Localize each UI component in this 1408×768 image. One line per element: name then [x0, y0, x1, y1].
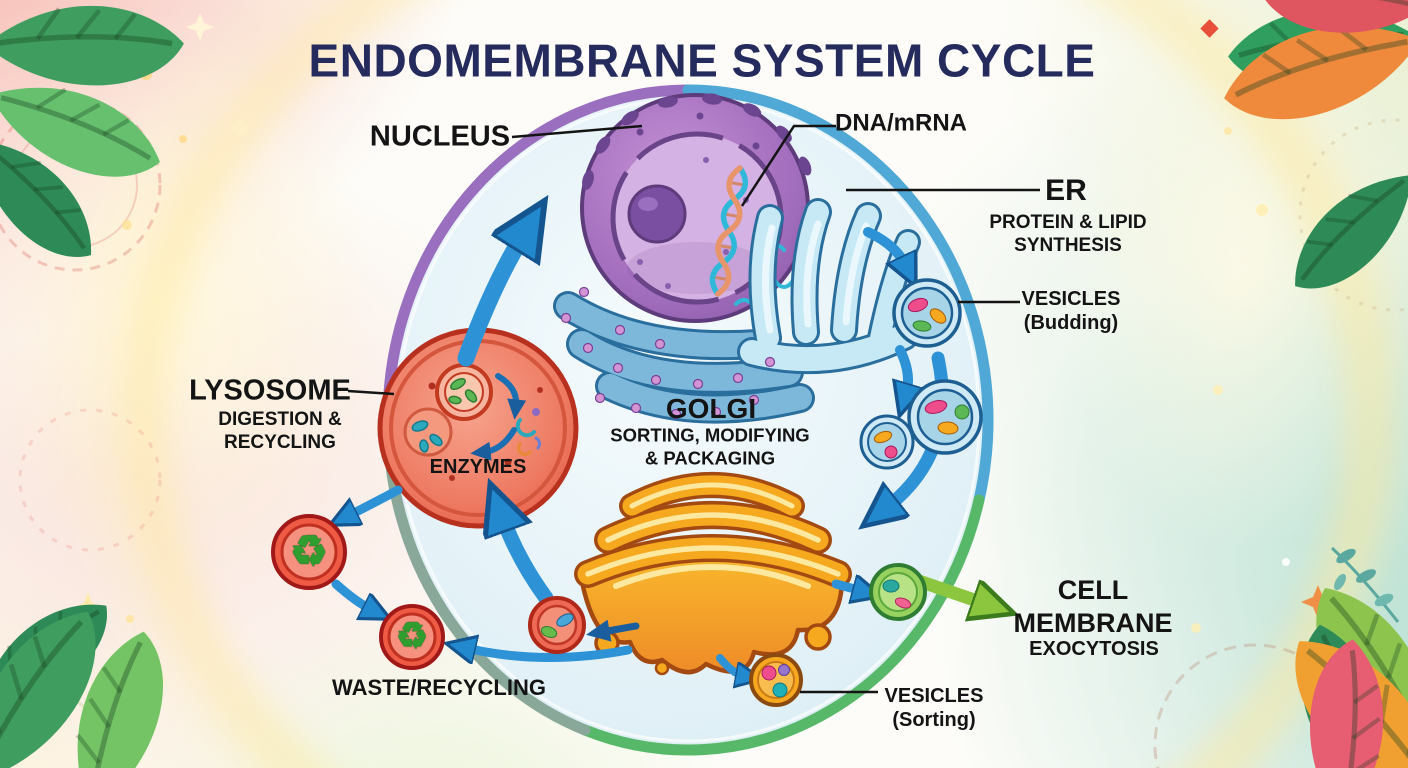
vesicle-exocytosis — [869, 563, 927, 621]
nucleolus — [627, 184, 687, 244]
label-er-sub-line2: SYNTHESIS — [1014, 235, 1122, 256]
cell-membrane-purple-arc — [382, 84, 694, 426]
golgi-graphic — [574, 472, 852, 676]
label-vesicles-sorting-line1: VESICLES — [884, 685, 984, 707]
corner-leaves-bottom-right — [1259, 546, 1408, 768]
arrow-to-waste-vesicle — [466, 648, 633, 658]
label-golgi-sub-line1: SORTING, MODIFYING — [610, 424, 810, 446]
label-nucleus: NUCLEUS — [369, 120, 511, 153]
label-vesicles-budding-line2: (Budding) — [1023, 312, 1119, 334]
label-enzymes: ENZYMES — [429, 456, 527, 478]
leader-lysosome — [347, 389, 395, 396]
lysosome-graphic — [377, 327, 579, 529]
recycle-icon: ♻ — [395, 615, 429, 656]
label-golgi-subtitle: SORTING, MODIFYING & PACKAGING — [610, 424, 809, 469]
label-vesicles-sorting: VESICLES (Sorting) — [885, 684, 984, 732]
label-dna-mrna: DNA/mRNA — [835, 109, 967, 137]
ribosome-dots — [560, 286, 776, 420]
nucleus-graphic — [580, 93, 812, 323]
page-title: ENDOMEMBRANE SYSTEM CYCLE — [308, 34, 1096, 87]
waste-vesicle-1 — [271, 514, 347, 590]
leader-nucleus — [511, 124, 643, 139]
label-lysosome-subtitle: DIGESTION & RECYCLING — [218, 408, 342, 454]
dna-helix — [709, 165, 749, 297]
recycle-icon: ♻ — [290, 527, 328, 575]
vesicle-sorting — [749, 653, 803, 707]
vesicle-budding — [892, 278, 962, 348]
label-cell-membrane: CELL MEMBRANE — [1014, 574, 1173, 640]
label-er: ER — [1045, 174, 1087, 207]
label-lysosome-sub-line2: RECYCLING — [224, 432, 336, 453]
label-waste-recycling: WASTE/RECYCLING — [332, 674, 546, 700]
leader-lines — [347, 124, 1040, 694]
label-vesicles-sorting-line2: (Sorting) — [892, 709, 976, 731]
label-lysosome-sub-line1: DIGESTION & — [218, 408, 342, 430]
arrow-vesicle-down — [900, 345, 908, 394]
label-cell-membrane-line1: CELL — [1057, 575, 1129, 606]
arrow-exocytosis — [909, 573, 986, 604]
waste-vesicle-2 — [379, 604, 445, 670]
cell-membrane-green-arc — [579, 494, 985, 756]
vesicle-to-lysosome — [528, 596, 586, 654]
label-vesicles-budding: VESICLES (Budding) — [1022, 287, 1121, 335]
corner-leaves-top-left — [0, 0, 188, 282]
label-er-sub-line1: PROTEIN & LIPID — [989, 211, 1147, 233]
cell-membrane-blue-arc — [682, 84, 994, 506]
label-exocytosis: EXOCYTOSIS — [1029, 638, 1159, 660]
label-golgi: GOLGI — [665, 393, 757, 425]
arrow-golgi-to-membrane-vesicle — [831, 584, 862, 591]
arrow-golgi-to-sorting-vesicle — [716, 654, 744, 676]
arrow-lysosome-to-waste — [348, 485, 403, 516]
label-cell-membrane-line2: MEMBRANE — [1013, 608, 1173, 638]
corner-leaves-top-right — [1216, 0, 1408, 315]
arrow-vesicle-to-lysosome — [502, 516, 554, 606]
vesicle-transport-large — [907, 379, 983, 455]
corner-leaves-bottom-left — [0, 595, 202, 768]
label-vesicles-budding-line1: VESICLES — [1021, 288, 1121, 310]
arrow-er-to-budding-vesicle — [863, 227, 906, 266]
arrow-lysosome-to-nucleus — [457, 234, 524, 367]
vesicle-transport-small — [859, 414, 915, 470]
label-lysosome: LYSOSOME — [189, 374, 351, 407]
label-golgi-sub-line2: & PACKAGING — [644, 447, 776, 468]
arrow-golgi-to-red-vesicle — [586, 619, 640, 642]
leader-dna — [740, 124, 836, 207]
arrow-waste-to-waste — [331, 579, 372, 610]
label-er-subtitle: PROTEIN & LIPID SYNTHESIS — [989, 211, 1146, 257]
